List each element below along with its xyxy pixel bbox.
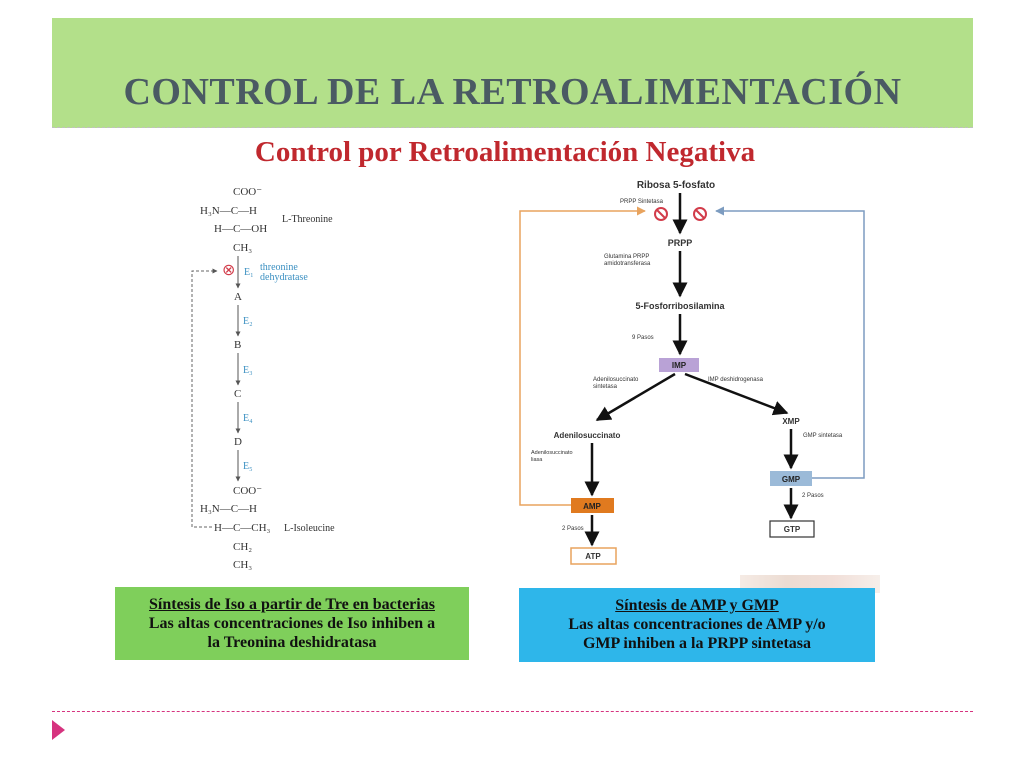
gtp-box xyxy=(769,520,815,538)
atp-label: ATP xyxy=(585,552,601,561)
ile-carboxyl: COO⁻ xyxy=(233,485,262,497)
thr-hydroxyl: H—C—OH xyxy=(214,223,267,235)
imp-dh-label: IMP deshidrogenasa xyxy=(708,377,764,383)
intermediate-b: B xyxy=(234,339,241,351)
inhibit-symbol-left: ⊗ xyxy=(222,262,235,279)
ile-ch3: CH₃ xyxy=(233,559,252,571)
ile-name: L-Isoleucine xyxy=(284,523,335,534)
green-box-heading: Síntesis de Iso a partir de Tre en bacte… xyxy=(149,596,435,613)
gmp-box xyxy=(770,471,812,486)
intermediate-d: D xyxy=(234,436,242,448)
threonine-caption-box: Síntesis de Iso a partir de Tre en bacte… xyxy=(115,587,469,660)
blue-box-heading: Síntesis de AMP y GMP xyxy=(615,597,779,614)
play-arrow-icon xyxy=(52,720,65,740)
ile-ch2: CH₂ xyxy=(233,541,252,553)
inhibit-icon-amp xyxy=(654,207,668,221)
title-band xyxy=(52,18,973,128)
ile-amino: H₃N—C—H xyxy=(200,503,257,515)
green-box-line3: la Treonina deshidratasa xyxy=(207,634,377,651)
adenilo-enzyme-label-2: sintetasa xyxy=(593,384,618,390)
feedback-line-gmp xyxy=(715,206,865,479)
enzyme-e4: E₄ xyxy=(243,413,253,424)
blue-box-line3: GMP inhiben a la PRPP sintetasa xyxy=(582,635,811,652)
fosforribosilamina-label: 5-Fosforribosilamina xyxy=(635,301,725,311)
blue-box-line2: Las altas concentraciones de AMP y/o xyxy=(568,616,826,633)
glut-enzyme-label-2: amidotransferasa xyxy=(604,261,651,267)
slide-subtitle: Control por Retroalimentación Negativa xyxy=(254,136,756,168)
adenilo-enzyme-label-1: Adenilosuccinato xyxy=(593,377,639,383)
prpp-label: PRPP xyxy=(668,238,693,248)
glut-enzyme-label-1: Glutamina PRPP xyxy=(604,254,649,260)
two-steps-left-label: 2 Pasos xyxy=(562,526,584,532)
ribosa-label: Ribosa 5-fosfato xyxy=(637,180,715,191)
enzyme-e1-name-1: threonine xyxy=(260,262,298,273)
liasa-label-2: liasa xyxy=(531,457,543,463)
purine-pathway: Ribosa 5-fosfato PRPP Sintetasa PRPP Glu… xyxy=(519,180,865,565)
amp-box xyxy=(571,498,614,513)
gtp-label: GTP xyxy=(784,525,801,534)
footer-divider xyxy=(52,711,973,712)
thr-amino: H₃N—C—H xyxy=(200,205,257,217)
green-box-line2: Las altas concentraciones de Iso inhiben… xyxy=(148,615,436,632)
gmp-label: GMP xyxy=(782,475,801,484)
threonine-pathway: COO⁻ H₃N—C—H L-Threonine H—C—OH CH₃ ⊗ E₁… xyxy=(191,186,335,571)
inhibit-icon-gmp xyxy=(693,207,707,221)
ile-ethyl: H—C—CH₃ xyxy=(214,522,271,534)
gmp-sintetasa-label: GMP sintetasa xyxy=(803,433,843,439)
thr-methyl: CH₃ xyxy=(233,242,252,254)
atp-box xyxy=(570,547,617,565)
prpp-enzyme-label: PRPP Sintetasa xyxy=(620,199,664,205)
intermediate-a: A xyxy=(234,291,242,303)
title-divider xyxy=(52,127,973,128)
thr-carboxyl: COO⁻ xyxy=(233,186,262,198)
imp-box xyxy=(659,358,699,372)
liasa-label-1: Adenilosuccinato xyxy=(531,450,573,456)
enzyme-e3: E₃ xyxy=(243,365,253,376)
adenilosuccinato-label: Adenilosuccinato xyxy=(554,431,621,440)
thr-name: L-Threonine xyxy=(282,214,333,225)
enzyme-e2: E₂ xyxy=(243,316,253,327)
enzyme-e1: E₁ xyxy=(244,267,254,278)
two-steps-right-label: 2 Pasos xyxy=(802,493,824,499)
xmp-label: XMP xyxy=(782,417,800,426)
amp-label: AMP xyxy=(583,502,601,511)
enzyme-e1-name-2: dehydratase xyxy=(260,272,308,283)
feedback-line-amp xyxy=(519,206,646,506)
slide-title: CONTROL DE LA RETROALIMENTACIÓN xyxy=(123,71,902,113)
intermediate-c: C xyxy=(234,388,241,400)
nine-steps-label: 9 Pasos xyxy=(632,335,654,341)
imp-label: IMP xyxy=(672,361,687,370)
feedback-line-left xyxy=(191,268,218,528)
enzyme-e5: E₅ xyxy=(243,461,253,472)
purine-caption-box: Síntesis de AMP y GMP Las altas concentr… xyxy=(519,588,875,662)
